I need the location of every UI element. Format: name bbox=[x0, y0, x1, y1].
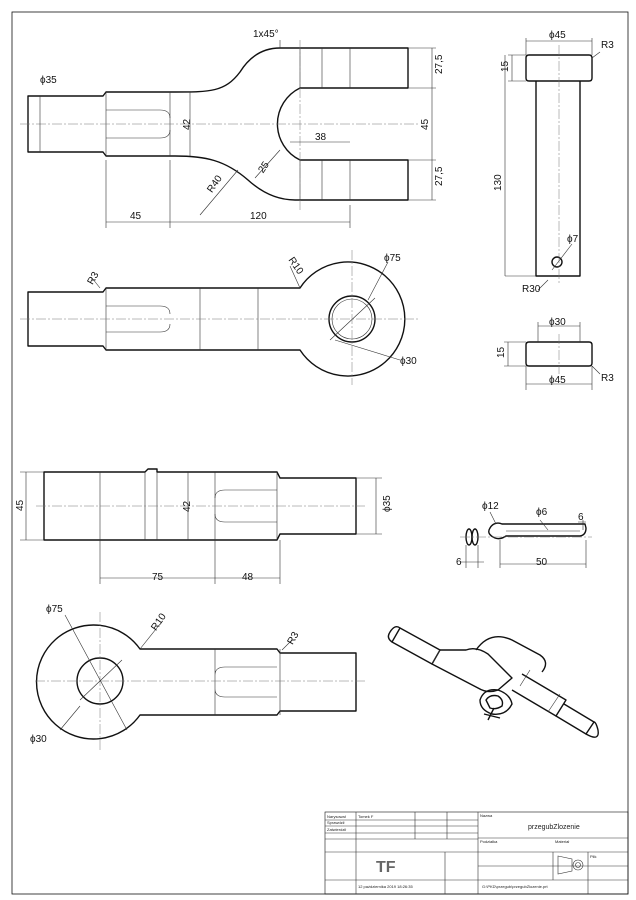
isometric-assembly-view bbox=[387, 625, 599, 738]
tb-sheet-label: Plik bbox=[590, 854, 596, 859]
dim-d30-side: ϕ30 bbox=[400, 356, 417, 367]
dim-washer-r: R3 bbox=[601, 373, 614, 384]
dim-r10-side: R10 bbox=[286, 255, 306, 277]
tb-title: przegubZlozenie bbox=[528, 824, 580, 831]
dim-washer-out: ϕ45 bbox=[549, 375, 566, 386]
dim-eye-d75: ϕ75 bbox=[46, 604, 63, 615]
dim-pin-head-dia: ϕ45 bbox=[549, 30, 566, 41]
dim-eye-r10: R10 bbox=[149, 611, 169, 633]
dim-washer-thick: 15 bbox=[496, 346, 507, 358]
dim-cotter-wire: ϕ6 bbox=[536, 507, 548, 518]
dim-pin-hole: ϕ7 bbox=[567, 234, 579, 245]
dim-depth: 38 bbox=[315, 132, 327, 143]
dim-pin-length: 130 bbox=[493, 174, 504, 191]
dim-cotter-end: 6 bbox=[578, 512, 584, 523]
tf-logo: TF bbox=[376, 859, 396, 876]
tb-approved-label: Zatwierdził bbox=[327, 827, 346, 832]
tb-drawn-by: Tomek F bbox=[358, 814, 374, 819]
tb-date: 12 października 2019 18:26:35 bbox=[358, 884, 413, 889]
dim-r-neck: R40 bbox=[205, 173, 225, 195]
dim-shank-dia: ϕ35 bbox=[40, 75, 57, 86]
sheet-border bbox=[11, 11, 629, 895]
dim-eye-len-a: 75 bbox=[152, 572, 164, 583]
dim-len-total: 120 bbox=[250, 211, 267, 222]
tb-scale-label: Podziałka bbox=[480, 839, 498, 844]
dim-eye-height: 45 bbox=[15, 499, 26, 511]
dim-ear-bottom: 27,5 bbox=[434, 166, 445, 186]
tb-material-label: Materiał bbox=[555, 839, 569, 844]
washer-view: ϕ30 15 ϕ45 R3 bbox=[496, 317, 614, 390]
dim-slot: 45 bbox=[420, 118, 431, 130]
dim-d75-side: ϕ75 bbox=[384, 253, 401, 264]
fork-top-view: 1x45° ϕ35 42 27,5 45 27,5 38 25 R40 45 1… bbox=[20, 29, 445, 228]
dim-eye-inner: 42 bbox=[182, 500, 193, 512]
dim-r3-side: R3 bbox=[86, 270, 102, 287]
dim-eye-len-b: 48 bbox=[242, 572, 254, 583]
dim-pin-head-h: 15 bbox=[500, 60, 511, 72]
svg-text:TF: TF bbox=[376, 859, 396, 876]
tb-checked-label: Sprawdził bbox=[327, 820, 344, 825]
dim-pin-end-r: R30 bbox=[522, 284, 541, 295]
dim-chamfer: 1x45° bbox=[253, 29, 279, 40]
fork-side-view: R3 R10 ϕ75 ϕ30 bbox=[20, 250, 420, 385]
dim-cotter-eye: ϕ12 bbox=[482, 501, 499, 512]
tb-name-label: Nazwa bbox=[480, 813, 493, 818]
dim-washer-in: ϕ30 bbox=[549, 317, 566, 328]
eye-side-view: ϕ75 R10 R3 ϕ30 bbox=[30, 604, 365, 750]
dim-inner: 42 bbox=[182, 118, 193, 130]
dim-cotter-length: 50 bbox=[536, 557, 548, 568]
pin-view: ϕ45 R3 15 130 ϕ7 R30 bbox=[493, 30, 614, 295]
tb-drawn-label: Narysował bbox=[327, 814, 346, 819]
eye-top-view: 45 42 ϕ35 75 48 bbox=[15, 468, 393, 584]
dim-pin-head-r: R3 bbox=[601, 40, 614, 51]
dim-ear-top: 27,5 bbox=[434, 54, 445, 74]
dim-eye-d30: ϕ30 bbox=[30, 734, 47, 745]
dim-len-shank: 45 bbox=[130, 211, 142, 222]
title-block: Narysował Sprawdził Zatwierdził Tomek F … bbox=[324, 811, 629, 895]
dim-cotter-thick: 6 bbox=[456, 557, 462, 568]
tb-path: G:\PKD\przegub\przegubZlozenie.prt bbox=[482, 884, 548, 889]
cotter-pin-view: ϕ12 ϕ6 6 6 50 bbox=[456, 501, 592, 568]
dim-eye-shank: ϕ35 bbox=[382, 495, 393, 512]
